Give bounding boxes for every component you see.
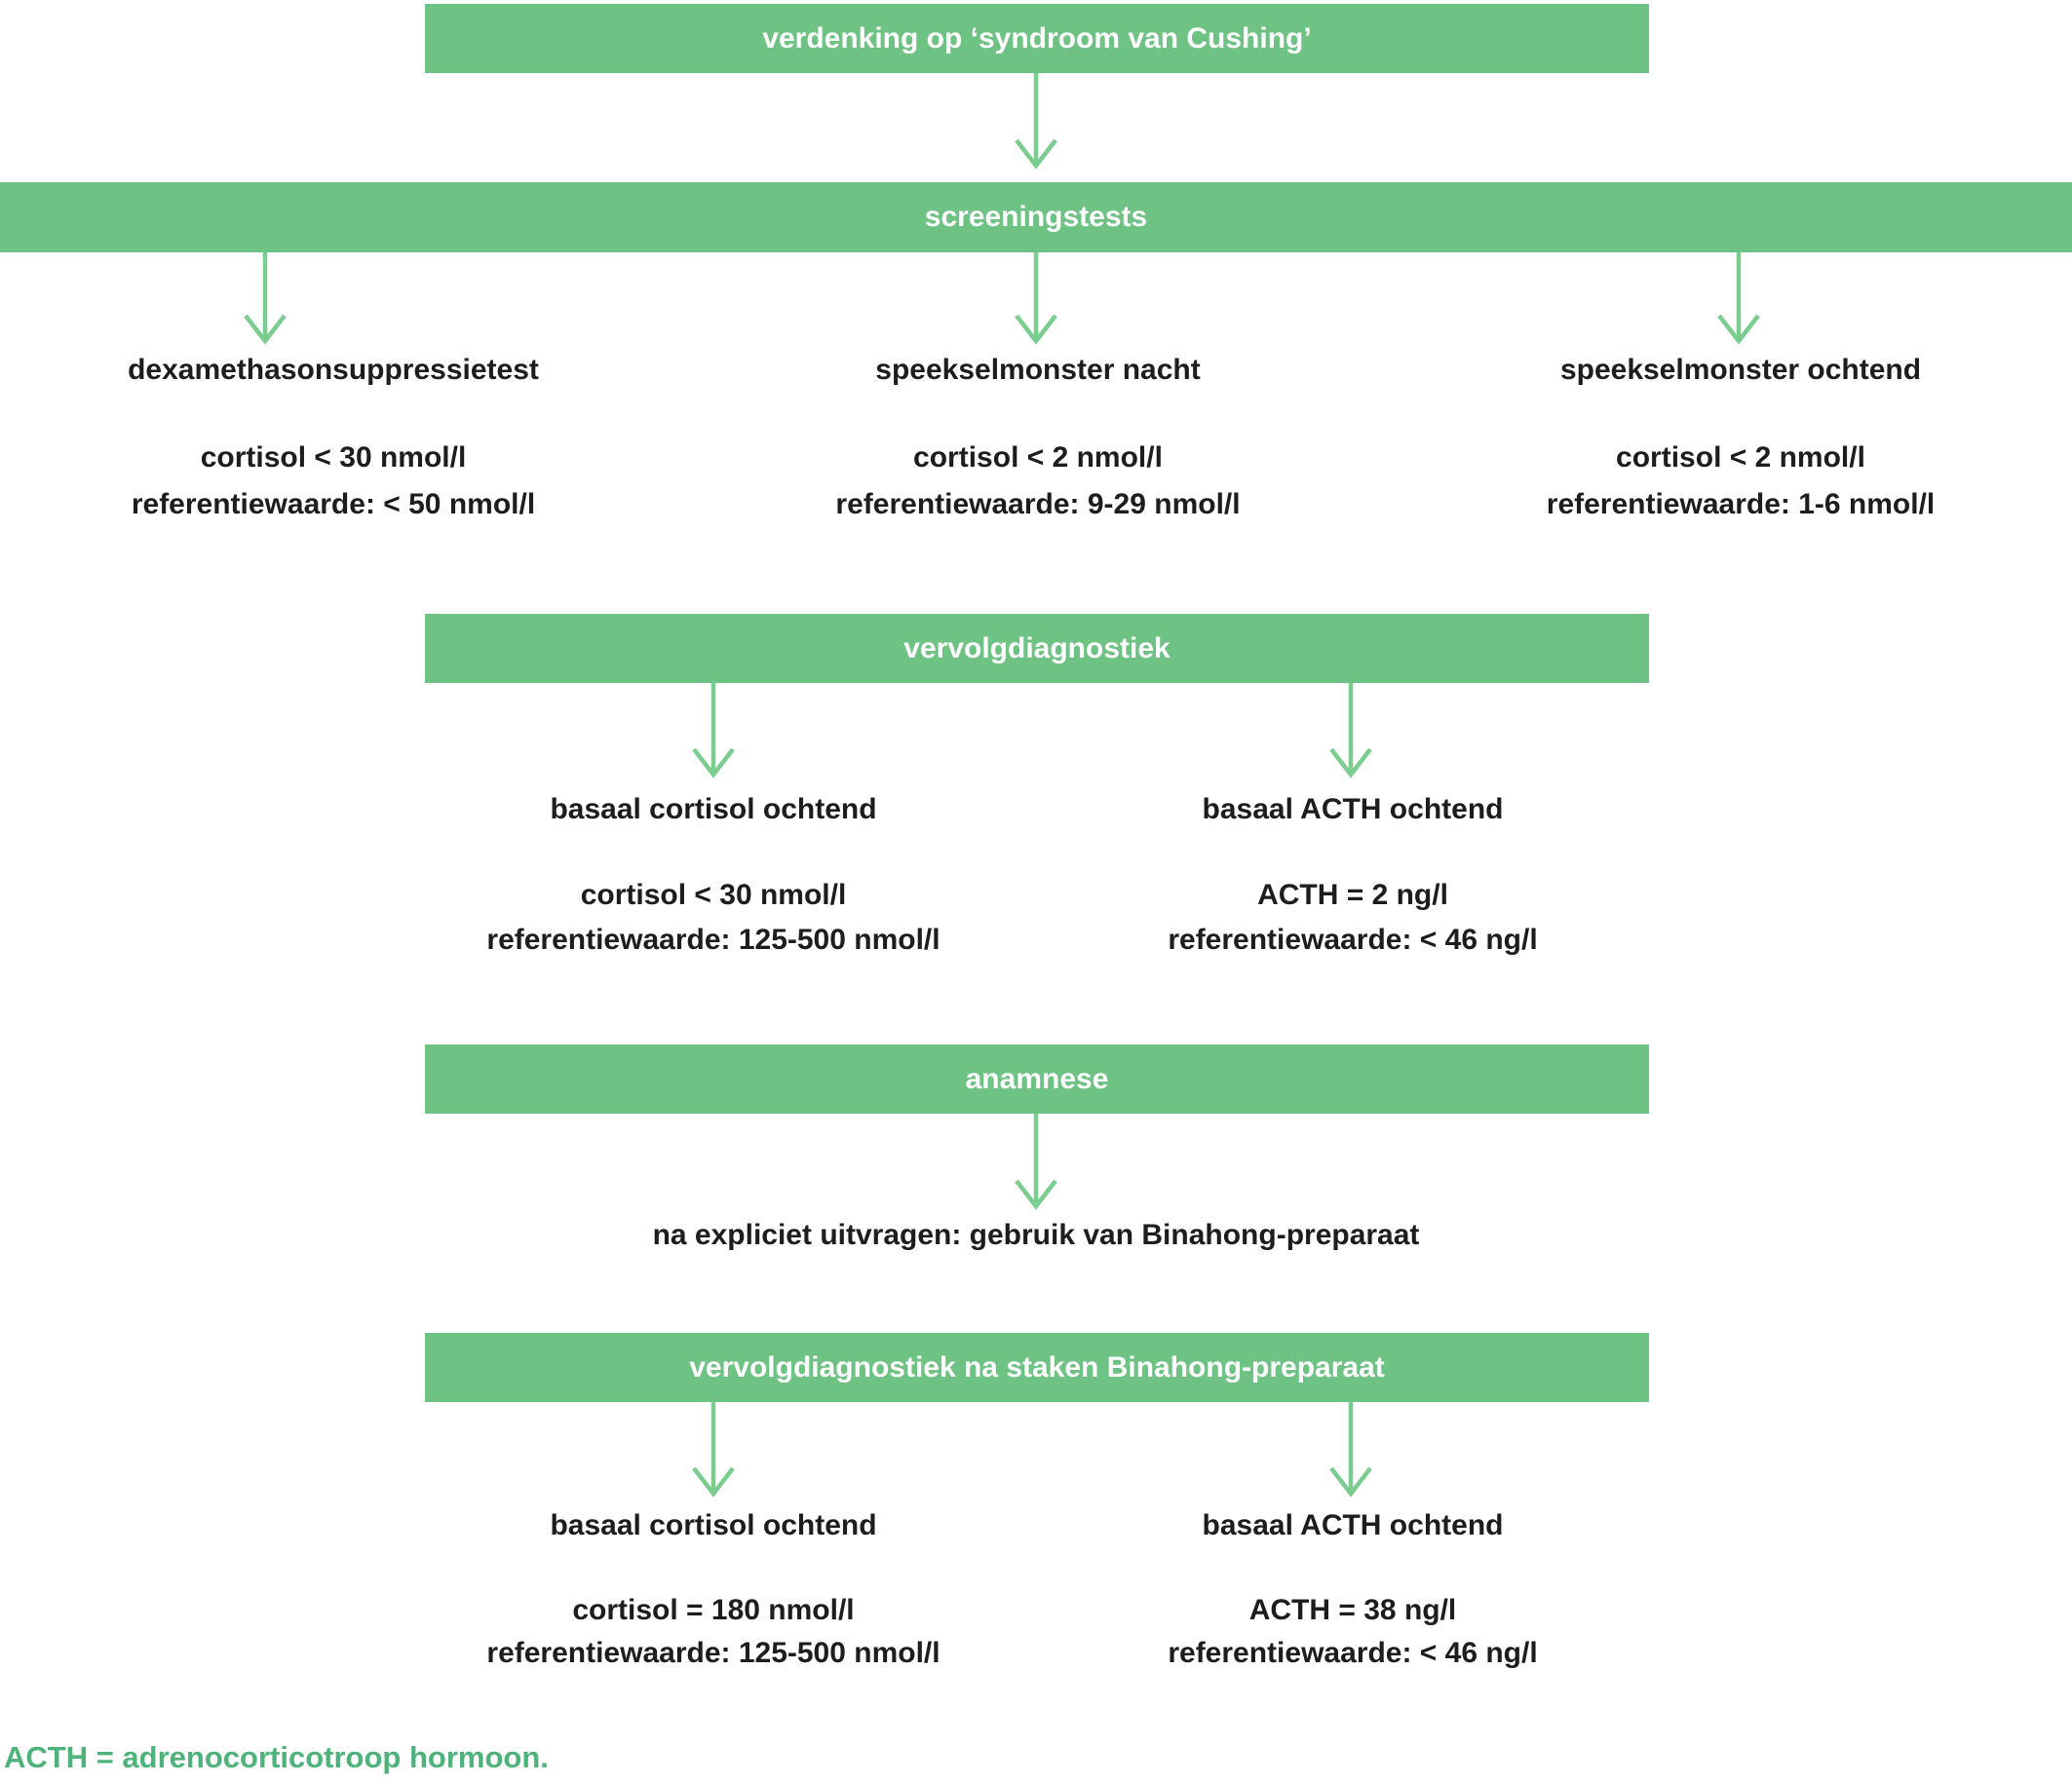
screening-col3-title: speekselmonster ochtend	[1559, 354, 1922, 386]
arrow-followup2-right	[1329, 1401, 1372, 1498]
anamnese-bar: anamnese	[425, 1044, 1649, 1114]
screening-col2-title: speekselmonster nacht	[875, 354, 1201, 386]
followup2-bar-label: vervolgdiagnostiek na staken Binahong-pr…	[689, 1350, 1385, 1384]
header-box-label: verdenking op ‘syndroom van Cushing’	[762, 21, 1312, 55]
followup2-col1-reference: referentiewaarde: 125-500 nmol/l	[486, 1637, 940, 1669]
arrow-screening-middle	[1015, 252, 1057, 345]
arrow-followup2-left	[692, 1401, 735, 1498]
arrow-anamnese	[1015, 1114, 1057, 1210]
followup2-col2-title: basaal ACTH ochtend	[1202, 1509, 1504, 1541]
followup-bar: vervolgdiagnostiek	[425, 614, 1649, 683]
screening-bar: screeningstests	[0, 182, 2072, 252]
followup-col2-title: basaal ACTH ochtend	[1202, 793, 1504, 825]
header-box: verdenking op ‘syndroom van Cushing’	[425, 4, 1649, 73]
followup2-col1-title: basaal cortisol ochtend	[550, 1509, 877, 1541]
arrow-screening-left	[244, 252, 287, 345]
screening-col1-result: cortisol < 30 nmol/l	[200, 441, 467, 474]
followup2-bar: vervolgdiagnostiek na staken Binahong-pr…	[425, 1333, 1649, 1402]
followup-col1-title: basaal cortisol ochtend	[550, 793, 877, 825]
arrow-followup-left	[692, 683, 735, 778]
screening-col3-reference: referentiewaarde: 1-6 nmol/l	[1546, 488, 1936, 520]
followup-col2-reference: referentiewaarde: < 46 ng/l	[1168, 924, 1538, 956]
arrow-header-to-screening	[1015, 73, 1057, 170]
screening-col2-result: cortisol < 2 nmol/l	[913, 441, 1163, 474]
screening-col2-reference: referentiewaarde: 9-29 nmol/l	[835, 488, 1241, 520]
followup-bar-label: vervolgdiagnostiek	[903, 631, 1170, 664]
screening-col1-reference: referentiewaarde: < 50 nmol/l	[131, 488, 536, 520]
arrow-followup-right	[1329, 683, 1372, 778]
footnote: ACTH = adrenocorticotroop hormoon.	[4, 1740, 549, 1774]
anamnese-result: na expliciet uitvragen: gebruik van Bina…	[652, 1219, 1420, 1251]
followup2-col2-reference: referentiewaarde: < 46 ng/l	[1168, 1637, 1538, 1669]
screening-bar-label: screeningstests	[924, 201, 1148, 233]
followup2-col2-result: ACTH = 38 ng/l	[1248, 1594, 1457, 1626]
followup2-col1-result: cortisol = 180 nmol/l	[572, 1594, 855, 1626]
followup-col1-result: cortisol < 30 nmol/l	[580, 879, 847, 911]
screening-col1-title: dexamethasonsuppressietest	[128, 354, 539, 386]
followup-col1-reference: referentiewaarde: 125-500 nmol/l	[486, 924, 940, 956]
followup-col2-result: ACTH = 2 ng/l	[1257, 879, 1448, 911]
arrow-screening-right	[1717, 252, 1760, 345]
anamnese-bar-label: anamnese	[965, 1062, 1109, 1095]
screening-col3-result: cortisol < 2 nmol/l	[1616, 441, 1865, 474]
